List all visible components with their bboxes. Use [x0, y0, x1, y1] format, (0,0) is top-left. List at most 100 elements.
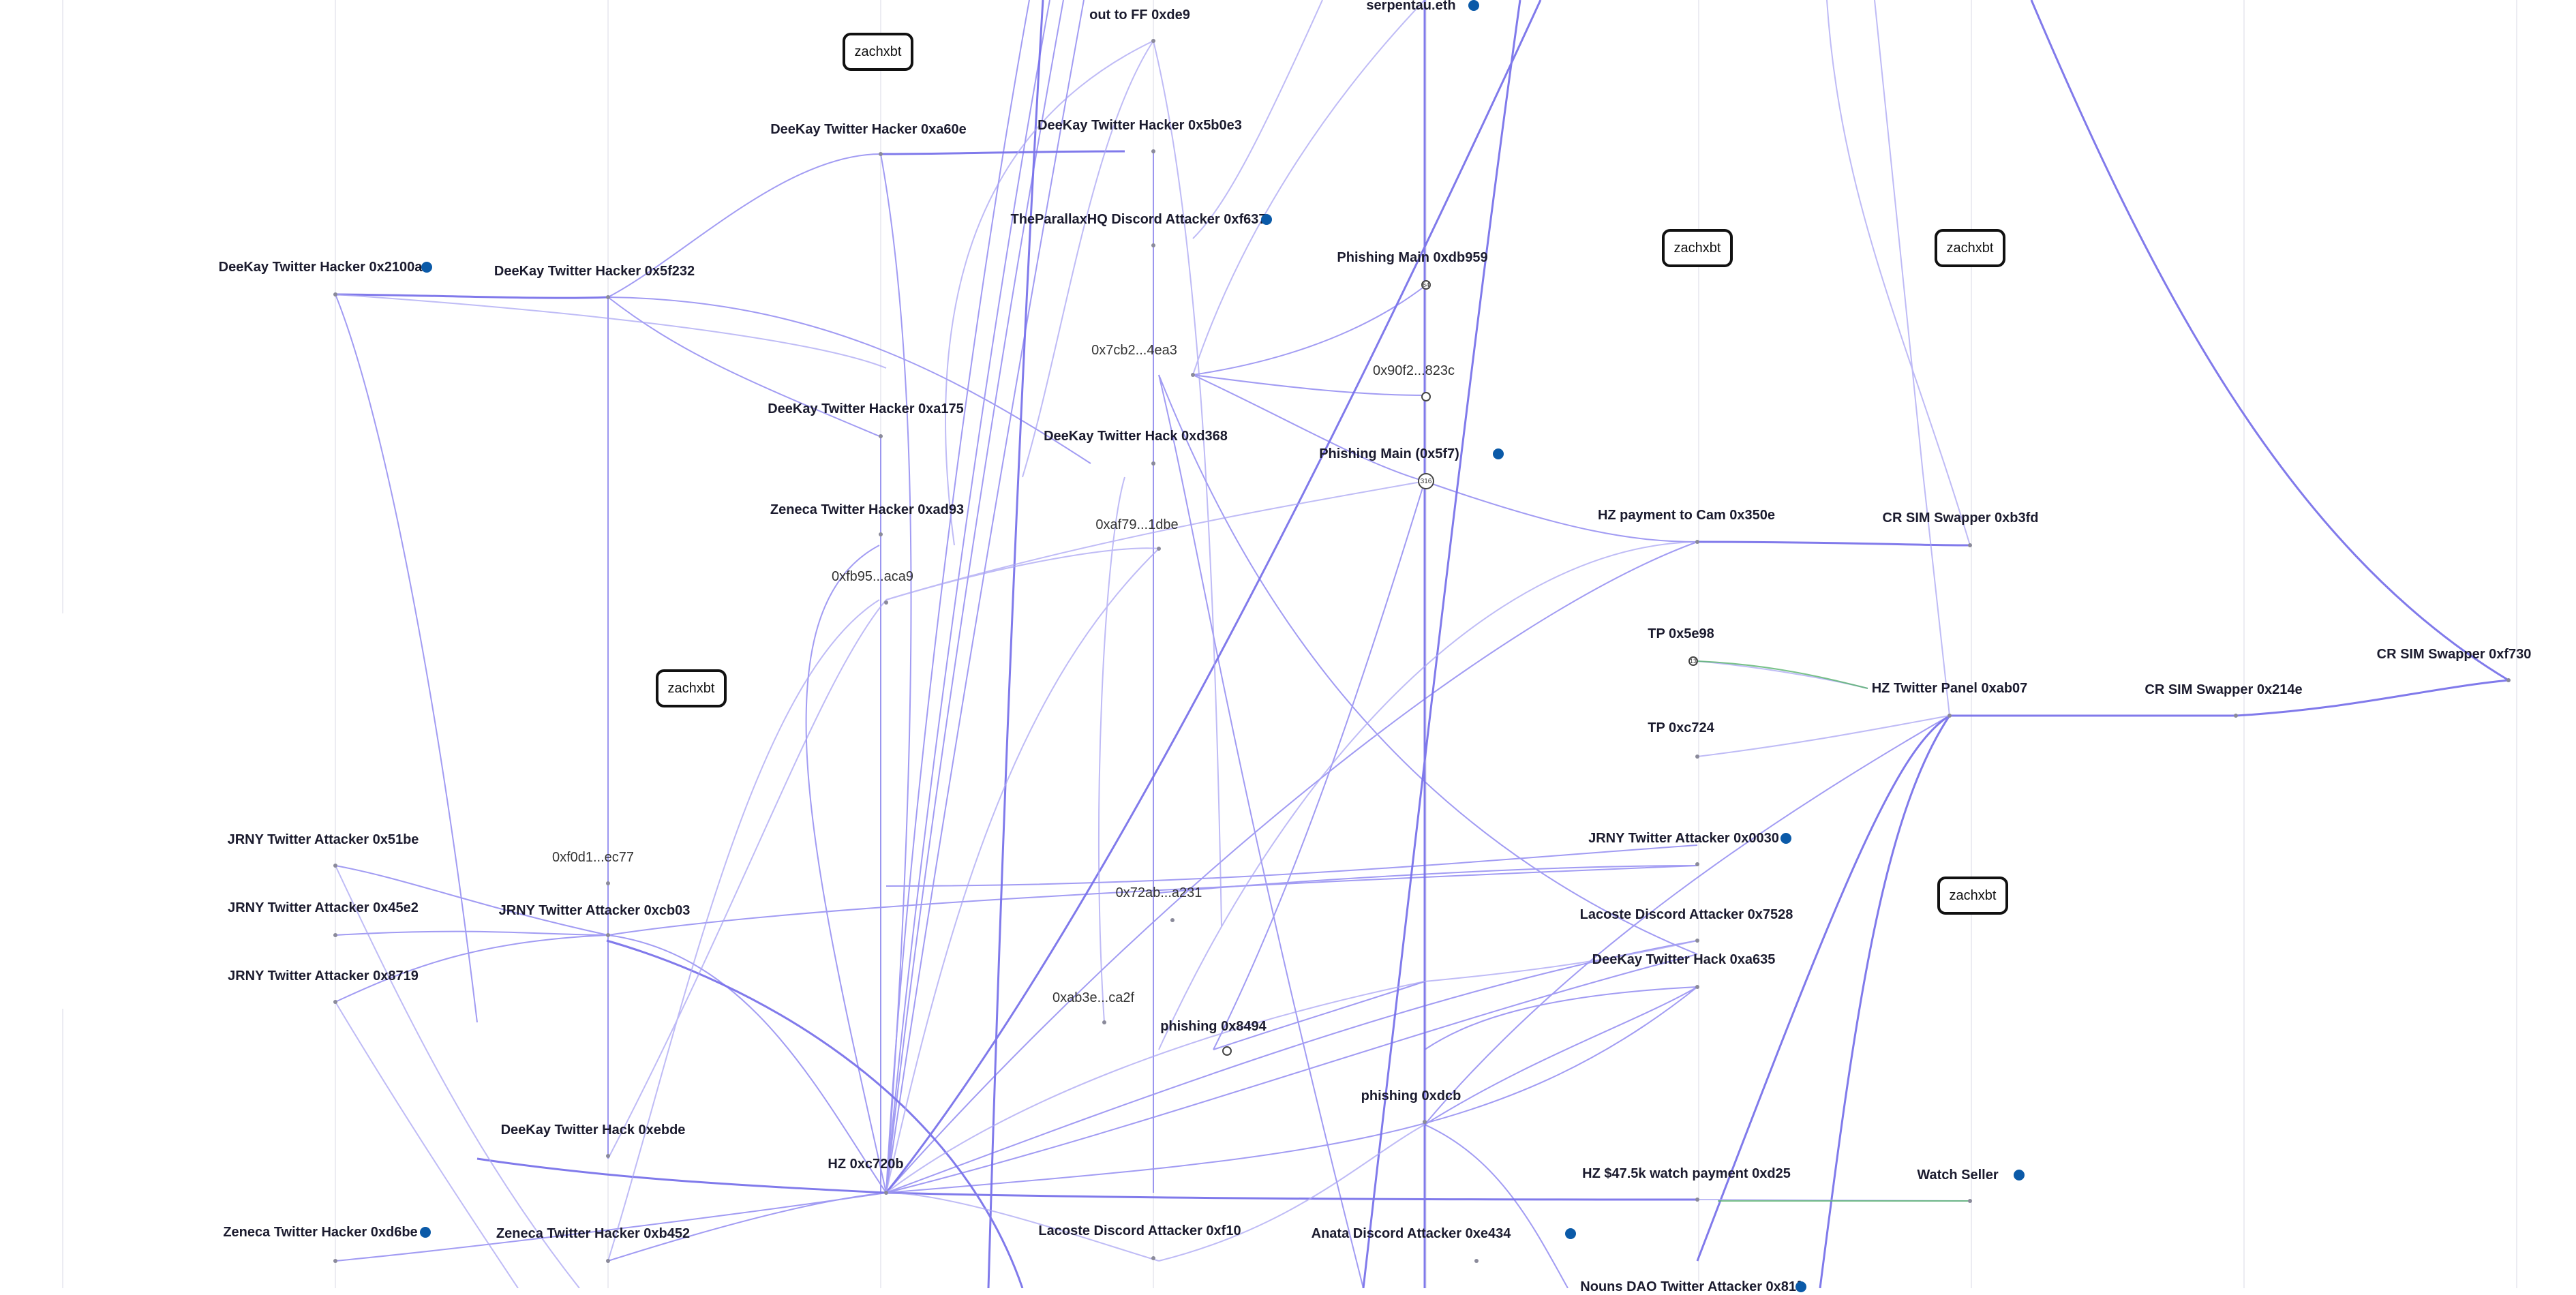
status-dot — [1795, 1281, 1806, 1292]
graph-node[interactable] — [333, 292, 337, 296]
graph-node[interactable] — [1423, 1120, 1427, 1124]
node-label[interactable]: TheParallaxHQ Discord Attacker 0xf637 — [1010, 212, 1267, 227]
graph-node[interactable] — [1170, 918, 1175, 922]
node-label[interactable]: HZ Twitter Panel 0xab07 — [1871, 681, 2028, 696]
edges-heavy — [335, 0, 2509, 1288]
graph-node[interactable] — [1695, 1198, 1699, 1202]
node-label[interactable]: CR SIM Swapper 0xb3fd — [1882, 511, 2039, 525]
node-label[interactable]: DeeKay Twitter Hacker 0xa60e — [770, 122, 967, 137]
graph-node[interactable] — [1968, 543, 1972, 547]
label-box[interactable]: zachxbt — [1662, 229, 1733, 267]
graph-node[interactable] — [1474, 1259, 1479, 1263]
graph-node[interactable] — [333, 864, 337, 868]
ring-node[interactable]: 13 — [1688, 656, 1698, 666]
node-label[interactable]: HZ payment to Cam 0x350e — [1597, 508, 1776, 523]
ring-node[interactable] — [1222, 1046, 1232, 1056]
label-box[interactable]: zachxbt — [656, 669, 727, 707]
node-label[interactable]: DeeKay Twitter Hacker 0x5b0e3 — [1037, 118, 1242, 133]
node-label[interactable]: 0xaf79...1dbe — [1095, 517, 1179, 532]
node-label[interactable]: out to FF 0xde9 — [1089, 7, 1190, 22]
node-label[interactable]: DeeKay Twitter Hack 0xebde — [500, 1123, 686, 1138]
node-label[interactable]: Lacoste Discord Attacker 0x7528 — [1579, 907, 1793, 922]
node-label[interactable]: Phishing Main (0x5f7) — [1319, 446, 1459, 461]
label-box[interactable]: zachxbt — [1937, 877, 2008, 915]
node-label[interactable]: 0xf0d1...ec77 — [551, 850, 635, 865]
graph-node[interactable] — [1191, 373, 1195, 377]
node-label[interactable]: TP 0x5e98 — [1648, 626, 1714, 641]
node-label[interactable]: Watch Seller — [1917, 1168, 1999, 1183]
graph-node[interactable] — [606, 1259, 610, 1263]
graph-node[interactable] — [1151, 461, 1155, 466]
node-label[interactable]: HZ $47.5k watch payment 0xd25 — [1582, 1166, 1791, 1181]
graph-node[interactable] — [2234, 714, 2238, 718]
node-label[interactable]: Zeneca Twitter Hacker 0xad93 — [770, 502, 965, 517]
graph-node[interactable] — [1151, 243, 1155, 247]
node-label[interactable]: JRNY Twitter Attacker 0x0030 — [1588, 831, 1779, 846]
node-label[interactable]: Zeneca Twitter Hacker 0xb452 — [496, 1226, 691, 1241]
graph-node[interactable] — [1695, 985, 1699, 989]
node-label[interactable]: Anata Discord Attacker 0xe434 — [1311, 1226, 1511, 1241]
node-label[interactable]: phishing 0xdcb — [1361, 1088, 1461, 1103]
node-label[interactable]: Lacoste Discord Attacker 0xf10 — [1038, 1223, 1241, 1238]
label-box[interactable]: zachxbt — [843, 33, 913, 71]
node-label[interactable]: TP 0xc724 — [1648, 720, 1714, 735]
node-label[interactable]: CR SIM Swapper 0x214e — [2145, 682, 2303, 697]
node-label[interactable]: phishing 0x8494 — [1160, 1019, 1267, 1034]
node-label[interactable]: DeeKay Twitter Hacker 0x2100a — [218, 260, 423, 275]
node-label[interactable]: 0x90f2...823c — [1372, 363, 1455, 378]
ring-node[interactable] — [1421, 392, 1431, 401]
node-label[interactable]: CR SIM Swapper 0xf730 — [2376, 647, 2532, 662]
node-label[interactable]: Zeneca Twitter Hacker 0xd6be — [223, 1225, 418, 1240]
graph-node[interactable] — [884, 1191, 888, 1195]
graph-node[interactable] — [333, 1259, 337, 1263]
status-dot — [1261, 214, 1272, 225]
node-label[interactable]: Nouns DAO Twitter Attacker 0x81f — [1580, 1279, 1801, 1294]
graph-node[interactable] — [1157, 547, 1161, 551]
ring-node[interactable]: 316 — [1418, 473, 1434, 489]
graph-node[interactable] — [333, 1000, 337, 1004]
ring-node[interactable]: 64 — [1421, 280, 1431, 290]
graph-node[interactable] — [1151, 39, 1155, 43]
graph-node[interactable] — [606, 1154, 610, 1158]
graph-node[interactable] — [1695, 862, 1699, 866]
graph-node[interactable] — [1151, 149, 1155, 153]
node-label[interactable]: 0xab3e...ca2f — [1052, 990, 1135, 1005]
node-label[interactable]: DeeKay Twitter Hack 0xa635 — [1592, 952, 1776, 967]
node-label[interactable]: JRNY Twitter Attacker 0xcb03 — [498, 903, 691, 918]
graph-node[interactable] — [606, 933, 610, 937]
graph-node[interactable] — [606, 295, 610, 299]
node-label[interactable]: DeeKay Twitter Hacker 0x5f232 — [494, 264, 695, 279]
node-label[interactable]: 0x7cb2...4ea3 — [1091, 343, 1177, 358]
graph-node[interactable] — [879, 434, 883, 438]
node-label[interactable]: JRNY Twitter Attacker 0x51be — [227, 832, 419, 847]
node-label[interactable]: HZ 0xc720b — [828, 1157, 904, 1172]
graph-node[interactable] — [333, 933, 337, 937]
node-label[interactable]: JRNY Twitter Attacker 0x45e2 — [228, 900, 419, 915]
edges-green — [1697, 660, 1970, 1202]
node-label[interactable]: serpentau.eth — [1366, 0, 1456, 13]
edges-medium — [335, 0, 1950, 1288]
label-box[interactable]: zachxbt — [1935, 229, 2005, 267]
node-label[interactable]: DeeKay Twitter Hacker 0xa175 — [768, 401, 964, 416]
graph-node[interactable] — [1102, 1020, 1106, 1024]
node-label[interactable]: Phishing Main 0xdb959 — [1337, 250, 1488, 265]
status-dot — [1565, 1228, 1576, 1239]
graph-node[interactable] — [1948, 714, 1952, 718]
graph-node[interactable] — [1695, 540, 1699, 544]
graph-node[interactable] — [2506, 678, 2511, 682]
graph-node[interactable] — [1968, 1199, 1972, 1203]
status-dot — [1781, 833, 1791, 844]
graph-node[interactable] — [1695, 939, 1699, 943]
node-label[interactable]: 0x72ab...a231 — [1115, 885, 1202, 900]
graph-node[interactable] — [1695, 755, 1699, 759]
graph-node[interactable] — [884, 600, 888, 605]
graph-node[interactable] — [879, 152, 883, 156]
graph-node[interactable] — [879, 532, 883, 536]
graph-node[interactable] — [1151, 1256, 1155, 1260]
status-dot — [421, 262, 432, 273]
graph-node[interactable] — [606, 881, 610, 885]
node-label[interactable]: JRNY Twitter Attacker 0x8719 — [228, 969, 419, 984]
node-label[interactable]: 0xfb95...aca9 — [831, 569, 914, 584]
node-label[interactable]: DeeKay Twitter Hack 0xd368 — [1044, 429, 1228, 444]
